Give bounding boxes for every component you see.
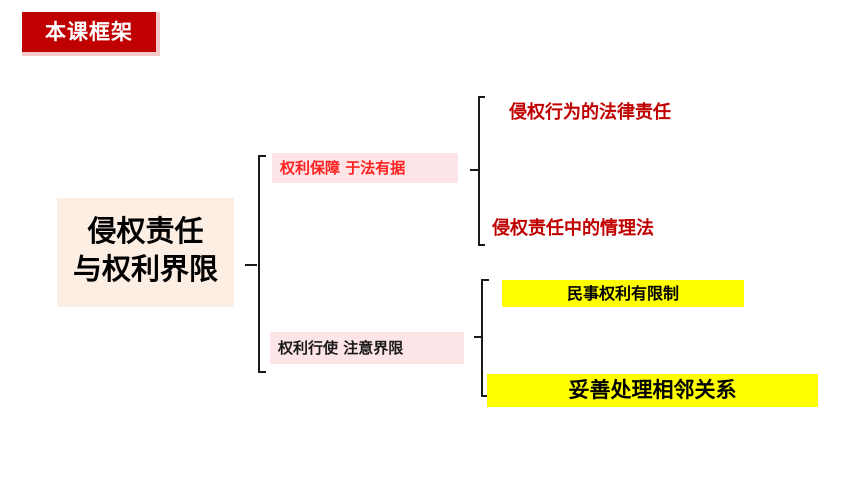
leaf-node-reason-law: 侵权责任中的情理法 (492, 218, 654, 239)
root-bracket (245, 155, 266, 373)
page-title-badge: 本课框架 (22, 12, 160, 56)
branch-1-bracket (470, 96, 485, 246)
leaf-node-tort-liability: 侵权行为的法律责任 (509, 102, 671, 123)
root-bracket-shape (258, 155, 266, 373)
root-node: 侵权责任 与权利界限 (57, 198, 234, 307)
root-node-line-2: 与权利界限 (72, 252, 218, 286)
root-node-line-1: 侵权责任 (87, 214, 204, 248)
branch-1-bracket-shape (478, 96, 485, 246)
branch-node-rights-exercise: 权利行使 注意界限 (270, 332, 464, 364)
leaf-node-neighbor-relations: 妥善处理相邻关系 (487, 374, 818, 407)
branch-node-rights-protection: 权利保障 于法有据 (272, 153, 458, 183)
leaf-node-civil-rights-limits: 民事权利有限制 (502, 280, 744, 307)
